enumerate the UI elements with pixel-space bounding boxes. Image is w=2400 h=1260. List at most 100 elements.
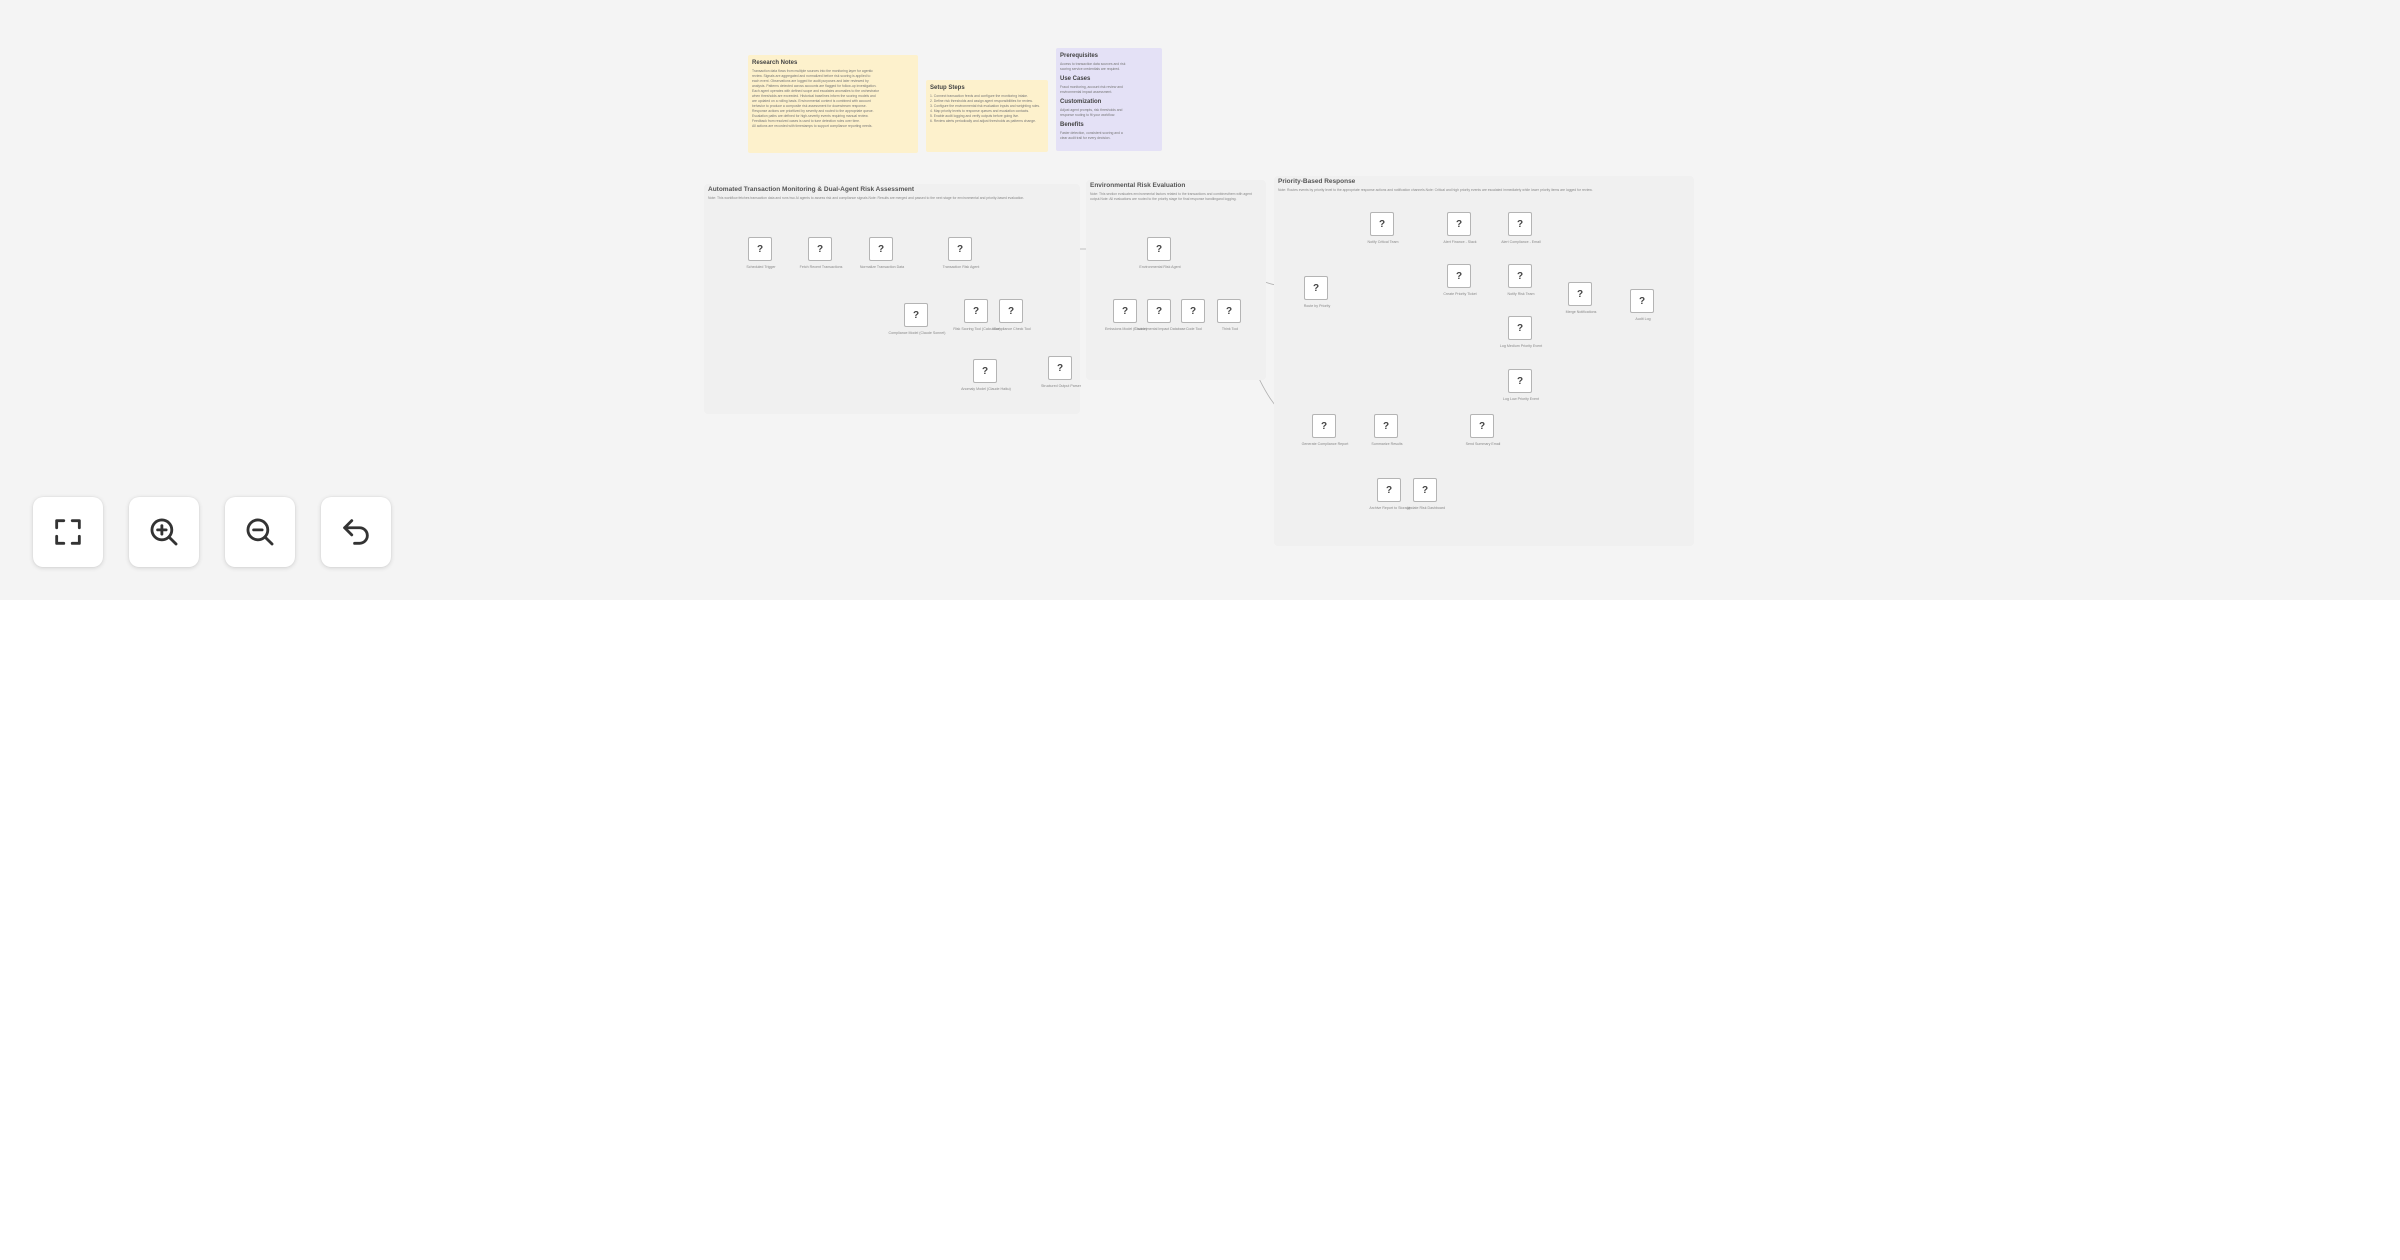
workflow-node[interactable]: ?Notify Risk Team <box>1508 264 1534 296</box>
text-line: scoring service credentials are required… <box>1060 67 1121 71</box>
workflow-node[interactable]: ?Think Tool <box>1217 299 1241 331</box>
workflow-node[interactable]: ?Compliance Check Tool <box>993 299 1031 331</box>
node-placeholder-icon: ? <box>1638 295 1646 307</box>
node-label: Structured Output Parser <box>1041 384 1081 388</box>
workflow-node[interactable]: ?Structured Output Parser <box>1041 356 1081 388</box>
node-label: Fetch Recent Transactions <box>799 265 843 269</box>
workflow-node[interactable]: ?Code Tool <box>1181 299 1205 331</box>
node-label: Normalize Transaction Data <box>859 265 905 269</box>
text-line: Each agent operates with defined scope a… <box>752 89 880 93</box>
node-label: Emissions Model (Claude) <box>1105 327 1147 331</box>
node-label: Alert Finance - Slack <box>1443 240 1477 244</box>
research-notes-sticky[interactable]: Research Notes Transaction data flows fr… <box>748 55 918 153</box>
node-label: Notify Risk Team <box>1507 292 1535 296</box>
text-line: Response actions are prioritized by seve… <box>752 109 874 113</box>
group-transaction-monitoring-title: Automated Transaction Monitoring & Dual-… <box>708 186 914 193</box>
setup-steps-title: Setup Steps <box>930 85 965 91</box>
node-placeholder-icon: ? <box>1516 218 1524 230</box>
workflow-node[interactable]: ?Log Medium Priority Event <box>1500 316 1542 348</box>
node-placeholder-icon: ? <box>981 365 989 377</box>
text-line: Note: All evaluations are routed to the … <box>1100 197 1218 201</box>
text-line: Transaction data flows from multiple sou… <box>752 69 873 73</box>
text-line: 1. Connect transaction feeds and configu… <box>930 94 1029 98</box>
node-label: Scheduled Trigger <box>746 265 776 269</box>
node-placeholder-icon: ? <box>1478 420 1486 432</box>
workflow-node[interactable]: ?Generate Compliance Report <box>1302 414 1348 446</box>
workflow-node[interactable]: ? Alert Compliance - Email <box>1501 212 1541 244</box>
text-line: 3. Configure the environmental risk eval… <box>930 104 1041 108</box>
node-placeholder-icon: ? <box>1516 375 1524 387</box>
workflow-node[interactable]: ?Alert Finance - Slack <box>1443 212 1477 244</box>
workflow-node[interactable]: ? Route by Priority <box>1304 276 1330 308</box>
node-placeholder-icon: ? <box>1155 243 1163 255</box>
assumptions-text: Fraud monitoring, account risk review an… <box>1060 85 1158 95</box>
node-label: Notify Critical Team <box>1367 240 1399 244</box>
text-line: Feedback from resolved cases is used to … <box>752 119 860 123</box>
workflow-node[interactable]: ?Archive Report to Storage <box>1369 478 1411 510</box>
text-line: All actions are recorded with timestamps… <box>752 124 873 128</box>
assumptions-heading: Prerequisites <box>1060 53 1099 59</box>
node-label: Environmental Risk Agent <box>1139 265 1181 269</box>
workflow-node[interactable]: ?Audit Log <box>1630 289 1654 321</box>
workflow-canvas[interactable]: Research Notes Transaction data flows fr… <box>0 0 2400 600</box>
node-placeholder-icon: ? <box>1189 305 1197 317</box>
text-line: Faster detection, consistent scoring and… <box>1060 131 1123 135</box>
workflow-node[interactable]: ? Send Summary Email <box>1466 414 1500 446</box>
zoom-in-button[interactable] <box>129 497 199 567</box>
workflow-node[interactable]: ? Environmental Risk Agent <box>1139 237 1181 269</box>
workflow-node[interactable]: ?Risk Scoring Tool (Calculator) <box>953 299 1001 331</box>
workflow-node[interactable]: ? Compliance Model (Claude Sonnet) <box>889 303 945 335</box>
text-line: Note: Critical and high priority events … <box>1425 188 1593 192</box>
assumptions-heading: Benefits <box>1060 122 1084 128</box>
node-placeholder-icon: ? <box>816 243 824 255</box>
workflow-node[interactable]: ?Merge Notifications <box>1566 282 1596 314</box>
workflow-node[interactable]: ?Transaction Risk Agent <box>943 237 979 269</box>
undo-button[interactable] <box>321 497 391 567</box>
group-priority-response[interactable]: Priority-Based Response Note: Routes eve… <box>1274 176 1694 546</box>
zoom-in-icon <box>150 518 178 546</box>
group-transaction-monitoring[interactable]: Automated Transaction Monitoring & Dual-… <box>704 184 1080 414</box>
fit-view-button[interactable] <box>33 497 103 567</box>
workflow-node[interactable]: ? Fetch Recent Transactions <box>800 237 842 269</box>
text-line: and logging. <box>1218 197 1237 201</box>
fit-view-icon <box>55 519 81 545</box>
workflow-node[interactable]: ?Emissions Model (Claude) <box>1105 299 1147 331</box>
text-line: 5. Enable audit logging and verify outpu… <box>930 114 1019 118</box>
group-environmental-risk[interactable]: Environmental Risk Evaluation Note: This… <box>1086 180 1266 380</box>
workflow-node[interactable]: ?Summarize Results <box>1371 414 1403 446</box>
group-priority-response-desc: Note: Routes events by priority level to… <box>1278 188 1593 193</box>
setup-steps-body: 1. Connect transaction feeds and configu… <box>930 94 1044 124</box>
node-label: Log Medium Priority Event <box>1499 344 1543 348</box>
assumptions-heading: Customization <box>1060 99 1102 105</box>
node-placeholder-icon: ? <box>1312 282 1320 294</box>
node-label: Merge Notifications <box>1565 310 1597 314</box>
text-line: clear audit trail for every decision. <box>1060 136 1111 140</box>
node-label: Route by Priority <box>1303 304 1331 308</box>
node-label: Alert Compliance - Email <box>1501 240 1541 244</box>
text-line: 2. Define risk thresholds and assign age… <box>930 99 1033 103</box>
workflow-node[interactable]: ?Normalize Transaction Data <box>860 237 904 269</box>
assumptions-heading: Use Cases <box>1060 76 1091 82</box>
text-line: when thresholds are exceeded. Historical… <box>752 94 876 98</box>
node-placeholder-icon: ? <box>912 309 920 321</box>
setup-steps-sticky[interactable]: Setup Steps 1. Connect transaction feeds… <box>926 80 1048 152</box>
group-transaction-monitoring-desc: Note: This workflow fetches transaction … <box>708 196 1024 201</box>
workflow-node[interactable]: ?Log Low Priority Event <box>1503 369 1539 401</box>
workflow-node[interactable]: ?Update Risk Dashboard <box>1407 478 1445 510</box>
text-line: analysts. Patterns detected across accou… <box>752 84 877 88</box>
node-label: Send Summary Email <box>1465 442 1501 446</box>
node-label: Compliance Model (Claude Sonnet) <box>888 331 946 335</box>
text-line: response routing to fit your workflow. <box>1060 113 1116 117</box>
workflow-node[interactable]: ?Anomaly Model (Claude Haiku) <box>961 359 1011 391</box>
text-line: 4. Map priority levels to response queue… <box>930 109 1030 113</box>
workflow-node[interactable]: ?Scheduled Trigger <box>746 237 776 269</box>
workflow-node[interactable]: ?Create Priority Ticket <box>1443 264 1477 296</box>
workflow-node[interactable]: ?Environmental Impact Database <box>1134 299 1186 331</box>
node-placeholder-icon: ? <box>1007 305 1015 317</box>
text-line: each event. Observations are logged for … <box>752 79 869 83</box>
node-label: Transaction Risk Agent <box>942 265 980 269</box>
node-label: Update Risk Dashboard <box>1406 506 1446 510</box>
zoom-out-button[interactable] <box>225 497 295 567</box>
workflow-node[interactable]: ?Notify Critical Team <box>1368 212 1398 244</box>
